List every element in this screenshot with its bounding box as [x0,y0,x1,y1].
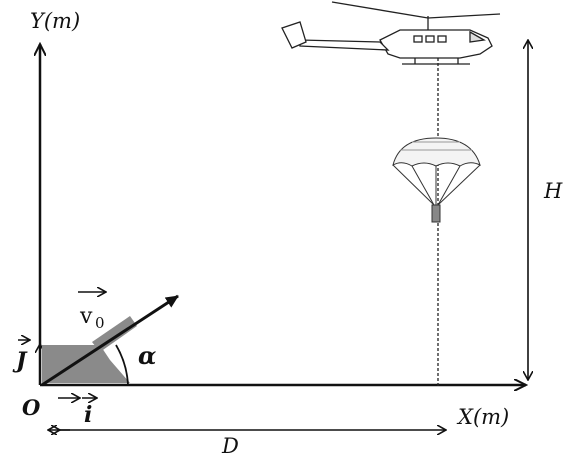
cannon-barrel [92,316,137,352]
angle-arc [115,344,129,386]
parachute-load [431,204,441,223]
helicopter-tail-fin [281,21,307,49]
cannon-base [42,345,130,383]
velocity-subscript: 0 [95,314,105,332]
origin-label: O [22,395,41,420]
cannon [42,316,137,383]
unit-vector-j-label: J [12,348,28,374]
helicopter-cockpit [469,30,486,43]
velocity-vector [41,294,179,387]
x-axis-label: X(m) [456,405,509,429]
distance-d-label: D [221,434,239,458]
velocity-label: v [79,304,93,329]
helicopter-window-2 [425,35,435,43]
helicopter-rotor-left [331,1,429,19]
y-axis-label: Y(m) [30,9,80,33]
helicopter-window-3 [437,35,447,43]
angle-alpha-label: α [138,341,156,370]
height-h-label: H [543,179,563,203]
unit-vector-i-label: i [84,402,92,428]
helicopter-tail-boom [299,39,390,51]
helicopter [281,1,501,65]
parachute [392,137,481,223]
helicopter-window-1 [413,35,423,43]
helicopter-rotor-right [427,13,501,19]
helicopter-body [379,29,493,59]
